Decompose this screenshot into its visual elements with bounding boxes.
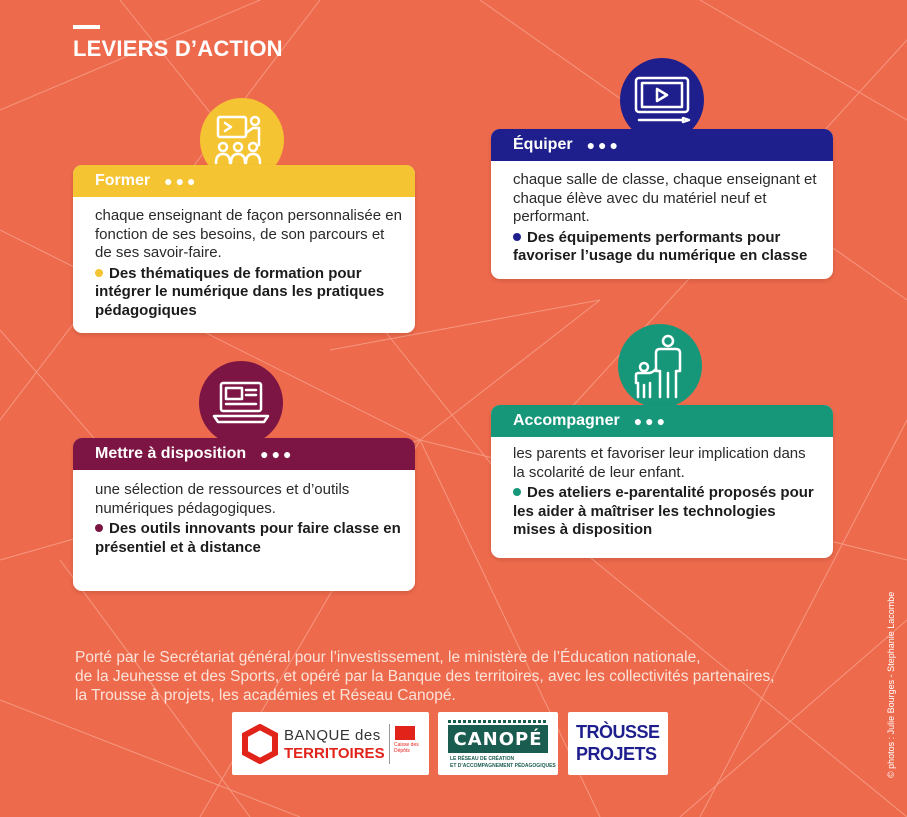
bullet-icon (95, 524, 103, 532)
bullet-icon (95, 268, 103, 277)
title-accent-bar (73, 25, 100, 29)
accompagner-icon-circle (618, 324, 702, 408)
card-accompagner-title: Accompagner (513, 412, 620, 429)
card-equiper-body: chaque salle de classe, chaque enseignan… (513, 171, 821, 266)
card-accompagner-highlight-row: Des ateliers e-parentalité proposés pour… (513, 484, 821, 540)
hexagon-logo-icon (242, 724, 278, 764)
parent-child-icon (634, 334, 682, 399)
card-accompagner: Accompagner ●●● les parents et favoriser… (491, 405, 833, 558)
page-title: LEVIERS D’ACTION (73, 36, 283, 61)
card-mettre: Mettre à disposition ●●● une sélection d… (73, 438, 415, 591)
card-mettre-highlight-row: Des outils innovants pour faire classe e… (95, 520, 403, 557)
mettre-icon-circle (199, 361, 283, 445)
logo-banque-des-territoires: BANQUE des TERRITOIRES Caisse des Dépôts (232, 712, 429, 775)
card-mettre-dots: ●●● (260, 446, 295, 462)
canope-tagline-2: ET D’ACCOMPAGNEMENT PÉDAGOGIQUES (450, 763, 556, 769)
card-equiper-description: chaque salle de classe, chaque enseignan… (513, 171, 817, 225)
card-former-description: chaque enseignant de façon personnalisée… (95, 207, 402, 261)
card-accompagner-body: les parents et favoriser leur implicatio… (513, 445, 821, 540)
photo-credit: © photos : Julie Bourges - Stephanie Lac… (886, 591, 896, 778)
card-former-highlight: Des thématiques de formation pour intégr… (95, 264, 385, 319)
card-mettre-title: Mettre à disposition (95, 445, 247, 462)
card-accompagner-description: les parents et favoriser leur implicatio… (513, 445, 806, 481)
card-equiper-dots: ●●● (586, 137, 621, 153)
equiper-icon-circle (620, 58, 704, 142)
canope-stripe (448, 720, 548, 723)
card-former-title: Former (95, 172, 151, 189)
laptop-icon (212, 381, 270, 424)
trousse-line1: TRÒUSSE (576, 722, 660, 742)
bullet-icon (513, 488, 521, 496)
trousse-line2: PROJETS (576, 744, 657, 764)
card-equiper-highlight-row: Des équipements performants pour favoris… (513, 229, 821, 266)
card-equiper-header: Équiper ●●● (491, 129, 833, 161)
canope-name: CANOPÉ (453, 728, 543, 750)
card-mettre-header: Mettre à disposition ●●● (73, 438, 415, 470)
card-equiper-highlight: Des équipements performants pour favoris… (513, 228, 808, 265)
card-mettre-body: une sélection de ressources et d’outils … (95, 481, 403, 557)
canope-tagline-1: LE RÉSEAU DE CRÉATION (450, 756, 515, 762)
footer-text: Porté par le Secrétariat général pour l’… (75, 649, 775, 704)
logo-canope: CANOPÉ LE RÉSEAU DE CRÉATION ET D’ACCOMP… (438, 712, 558, 775)
card-accompagner-dots: ●●● (633, 413, 669, 429)
banque-line1: BANQUE des (284, 727, 381, 744)
tablet-stylus-icon (634, 76, 691, 124)
teacher-presentation-icon (214, 115, 262, 165)
canope-name-box: CANOPÉ (448, 725, 548, 753)
card-mettre-description: une sélection de ressources et d’outils … (95, 481, 350, 517)
card-accompagner-highlight: Des ateliers e-parentalité proposés pour… (513, 484, 814, 538)
bullet-icon (513, 232, 521, 241)
caisse-depots-mark (395, 726, 415, 740)
card-accompagner-header: Accompagner ●●● (491, 405, 833, 437)
logo-trousse-a-projets: TRÒUSSE PROJETS (568, 712, 668, 775)
card-former: Former ●●● chaque enseignant de façon pe… (73, 165, 415, 333)
card-equiper: Équiper ●●● chaque salle de classe, chaq… (491, 129, 833, 279)
card-former-header: Former ●●● (73, 165, 415, 197)
logo-divider (389, 724, 390, 764)
banque-line2: TERRITOIRES (284, 745, 385, 762)
card-equiper-title: Équiper (513, 136, 573, 153)
card-former-body: chaque enseignant de façon personnalisée… (95, 207, 403, 320)
card-mettre-highlight: Des outils innovants pour faire classe e… (95, 520, 401, 556)
caisse-depots-label: Caisse des Dépôts (394, 742, 419, 754)
card-former-dots: ●●● (164, 173, 199, 189)
card-former-highlight-row: Des thématiques de formation pour intégr… (95, 265, 403, 321)
